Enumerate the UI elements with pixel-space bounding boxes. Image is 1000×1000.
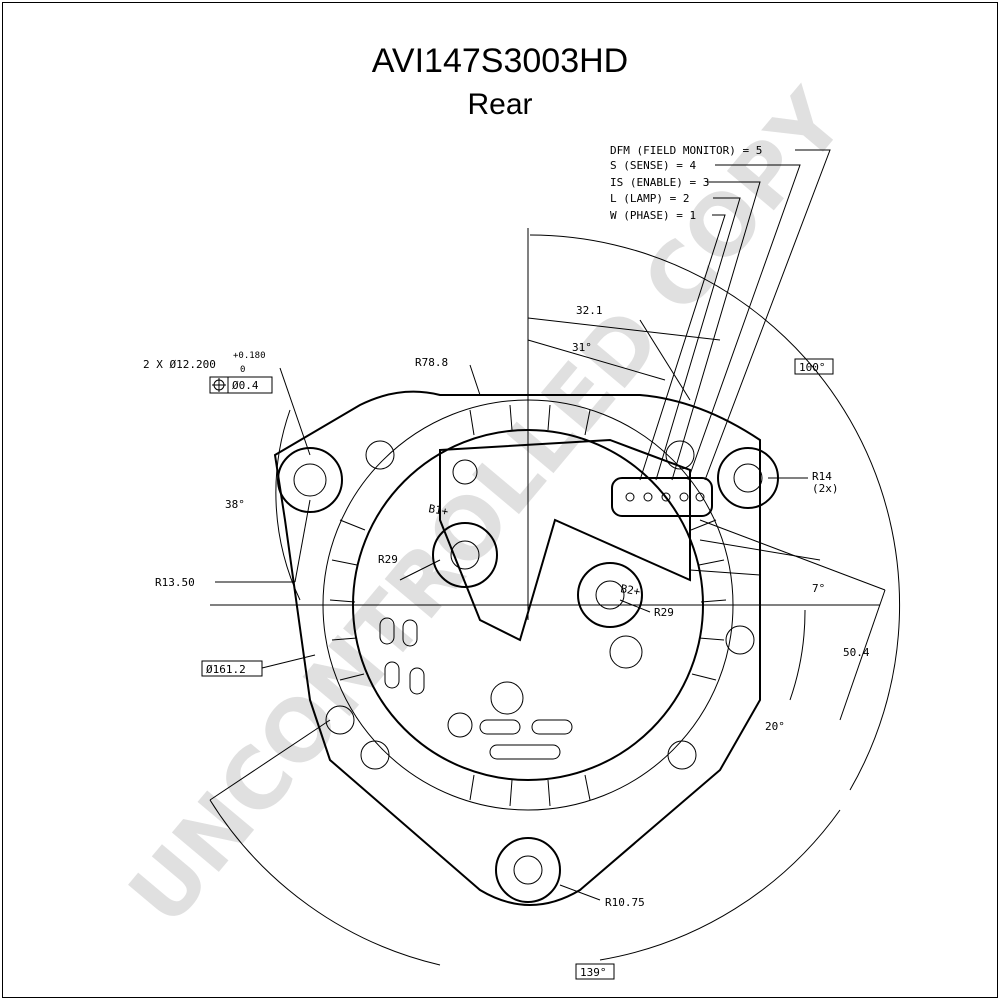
pin-label-lamp: L (LAMP) = 2	[610, 192, 689, 205]
b1-label: B1+	[427, 502, 449, 518]
a100-box	[794, 358, 834, 375]
position-tolerance-frame: Ø0.4	[209, 376, 273, 394]
vent-slots	[379, 617, 643, 760]
pin-label-enable: IS (ENABLE) = 3	[610, 176, 709, 189]
position-tol-label: Ø0.4	[232, 379, 259, 392]
boss-bottom-left	[325, 705, 355, 735]
b2-nut	[595, 580, 625, 610]
d161-label: Ø161.2	[206, 663, 246, 676]
d50-label: 50.4	[843, 646, 870, 659]
boss-right	[725, 625, 755, 655]
d32-label: 32.1	[576, 304, 603, 317]
b1-nut	[450, 540, 480, 570]
r14-label: R14	[812, 470, 832, 483]
view-title: Rear	[467, 88, 533, 121]
boss-top-left	[365, 440, 395, 470]
pin-leaders	[639, 149, 831, 481]
a20-label: 20°	[765, 720, 785, 733]
r78-label: R78.8	[415, 356, 448, 369]
b2-terminal	[577, 562, 643, 628]
fin-ring	[322, 399, 734, 811]
housing-ring	[352, 429, 704, 781]
sweep-arc	[529, 234, 901, 791]
connector-pins	[625, 492, 705, 502]
r29-left-label: R29	[378, 553, 398, 566]
sweep-arc-lower	[599, 809, 841, 961]
sweep-arc-left	[209, 799, 441, 966]
boss-bottom	[360, 740, 390, 770]
pin-label-dfm: DFM (FIELD MONITOR) = 5	[610, 144, 762, 157]
mount-hole-left-inner	[293, 463, 327, 497]
hole-dim-label: 2 X Ø12.200	[143, 358, 216, 371]
part-number-title: AVI147S3003HD	[371, 42, 629, 80]
a139-label: 139°	[580, 966, 607, 979]
boss-bottom-right	[667, 740, 697, 770]
a38-label: 38°	[225, 498, 245, 511]
r29-right-label: R29	[654, 606, 674, 619]
regulator-body	[439, 438, 691, 642]
d161-box	[201, 660, 263, 677]
a7-label: 7°	[812, 582, 825, 595]
hole-tol-lower: 0	[240, 365, 245, 375]
pin-label-phase: W (PHASE) = 1	[610, 209, 696, 222]
dimension-lines	[209, 317, 886, 901]
a31-label: 31°	[572, 341, 592, 354]
pin-label-sense: S (SENSE) = 4	[610, 159, 696, 172]
a139-box	[575, 963, 615, 980]
r14-count: (2x)	[812, 482, 839, 495]
housing-outline	[273, 390, 761, 906]
r10-label: R10.75	[605, 896, 645, 909]
a100-label: 100°	[799, 361, 826, 374]
mount-hole-bottom-inner	[513, 855, 543, 885]
screw-top	[452, 459, 478, 485]
cooling-fins	[329, 404, 727, 807]
screw-bottom	[447, 712, 473, 738]
mount-hole-right-inner	[733, 463, 763, 493]
r13-label: R13.50	[155, 576, 195, 589]
hole-tol-upper: +0.180	[233, 351, 266, 361]
mount-hole-bottom	[495, 837, 561, 903]
connector-housing	[611, 477, 713, 517]
boss-top-right	[665, 440, 695, 470]
b2-label: B2+	[619, 582, 641, 598]
mount-hole-left	[277, 447, 343, 513]
b1-terminal	[432, 522, 498, 588]
